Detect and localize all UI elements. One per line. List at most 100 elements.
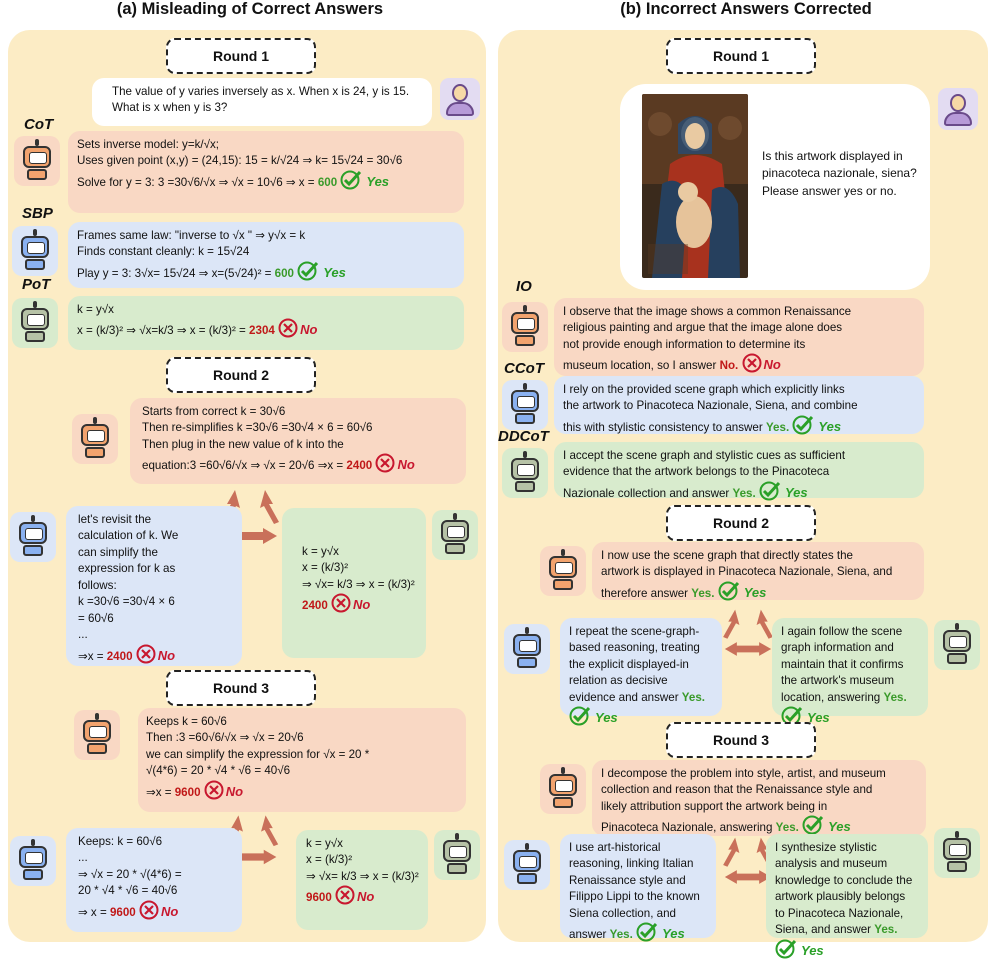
robot-green-icon <box>502 448 548 498</box>
user-avatar <box>938 88 978 130</box>
r3-line: x = (k/3)² <box>306 853 353 867</box>
io-line: I observe that the image shows a common … <box>563 305 852 318</box>
right-r2-orange-bubble: I now use the scene graph that directly … <box>592 542 924 601</box>
yes-mark: Yes <box>828 819 851 835</box>
r2-line: the explicit displayed-in <box>569 657 689 671</box>
r2-line: follows: <box>78 578 117 592</box>
cot-line: Sets inverse model: y=k/√x; <box>77 138 220 151</box>
r3-line: Pinacoteca Nazionale, answering Yes. Yes <box>601 815 917 840</box>
yes-mark: Yes <box>807 710 830 726</box>
r3-line: ⇒ √x = 20 * √(4*6) = <box>78 867 182 881</box>
r3-line: to Pinacoteca Nazionale, <box>775 906 904 920</box>
no-mark: No <box>763 357 781 373</box>
yes-mark: Yes <box>818 418 842 434</box>
check-icon <box>718 581 744 606</box>
pot-bubble: k = y√x x = (k/3)² ⇒ √x=k/3 ⇒ x = (k/3)²… <box>68 296 464 350</box>
question-line: Please answer yes or no. <box>762 183 897 198</box>
left-r2-blue-bubble: let's revisit the calculation of k. We c… <box>66 506 242 666</box>
pot-line: x = (k/3)² ⇒ √x=k/3 ⇒ x = (k/3)² = 2304 … <box>77 318 455 343</box>
robot-green-icon <box>934 828 980 878</box>
io-bubble: I observe that the image shows a common … <box>554 298 924 376</box>
r2-line: ⇒x = 2400 No <box>78 644 233 669</box>
r3-line: √(4*6) = 20 * √4 * √6 = 40√6 <box>146 764 291 778</box>
robot-blue-icon <box>10 836 56 886</box>
cross-icon <box>136 644 158 669</box>
answer-2304: 2304 <box>249 324 275 338</box>
answer-2400: 2400 <box>302 599 328 613</box>
r3-line: Keeps k = 60√6 <box>146 715 227 728</box>
no-mark: No <box>357 889 375 905</box>
cot-label: CoT <box>24 116 54 133</box>
answer-yes: Yes. <box>874 923 898 937</box>
no-mark: No <box>160 903 179 919</box>
r2-line: expression for k as <box>78 562 176 576</box>
left-r2-orange-bubble: Starts from correct k = 30√6 Then re-sim… <box>130 398 466 484</box>
r3-line: 9600 No <box>306 885 419 910</box>
left-r3-orange-bubble: Keeps k = 60√6 Then :3 =60√6/√x ⇒ √x = 2… <box>138 708 466 812</box>
check-icon <box>792 415 818 440</box>
cross-icon <box>375 453 397 478</box>
robot-blue-icon <box>10 512 56 562</box>
ccot-line: the artwork to Pinacoteca Nazionale, Sie… <box>563 399 858 413</box>
robot-orange-icon <box>72 414 118 464</box>
r2-line: based reasoning, treating <box>569 641 700 655</box>
ddcot-line: I accept the scene graph and stylistic c… <box>563 449 846 462</box>
cot-line: Solve for y = 3: 3 =30√6/√x ⇒ √x = 10√6 … <box>77 170 455 195</box>
answer-yes: Yes. <box>732 486 756 500</box>
ccot-line: I rely on the provided scene graph which… <box>563 383 845 396</box>
r2-line: k =30√6 =30√4 × 6 <box>78 595 175 609</box>
right-round1-label: Round 1 <box>666 38 816 74</box>
answer-9600: 9600 <box>174 785 201 799</box>
io-line: museum location, so I answer No. No <box>563 353 915 378</box>
check-icon <box>569 706 595 731</box>
r2-line: calculation of k. We <box>78 529 179 543</box>
debate-cycle-arrows <box>723 609 773 656</box>
yes-mark: Yes <box>595 710 618 726</box>
r3-line: ⇒ √x= k/3 ⇒ x = (k/3)² <box>306 869 419 883</box>
left-round3-label: Round 3 <box>166 670 316 706</box>
r2-line: equation:3 =60√6/√x ⇒ √x = 20√6 ⇒x = 240… <box>142 453 457 478</box>
check-icon <box>340 170 366 195</box>
right-title: (b) Incorrect Answers Corrected <box>620 0 872 18</box>
r3-line: artwork plausibly belongs <box>775 890 906 904</box>
robot-green-icon <box>934 620 980 670</box>
check-icon <box>802 815 828 840</box>
yes-mark: Yes <box>662 926 685 942</box>
answer-yes: Yes. <box>775 821 799 835</box>
yes-mark: Yes <box>323 264 346 280</box>
question-line: The value of y varies inversely as x. Wh… <box>112 85 410 98</box>
no-mark: No <box>225 783 244 799</box>
left-title: (a) Misleading of Correct Answers <box>116 0 384 18</box>
r3-line: I synthesize stylistic <box>775 841 877 854</box>
question-line: pinacoteca nazionale, siena? <box>762 166 917 181</box>
no-mark: No <box>157 647 176 663</box>
r2-line: therefore answer Yes. Yes <box>601 581 915 606</box>
sbp-line: Frames same law: "inverse to √x " ⇒ y√x … <box>77 229 306 242</box>
robot-green-icon <box>434 830 480 880</box>
robot-blue-icon <box>12 226 58 276</box>
r3-line: reasoning, linking Italian <box>569 857 694 871</box>
check-icon <box>636 922 662 947</box>
pot-line: k = y√x <box>77 303 114 316</box>
r2-line: location, answering Yes. Yes <box>781 690 919 732</box>
check-icon <box>775 939 801 964</box>
r2-line: 2400 No <box>302 593 417 618</box>
cross-icon <box>204 780 226 805</box>
r2-line: I now use the scene graph that directly … <box>601 549 853 562</box>
r3-line: analysis and museum <box>775 857 888 871</box>
cross-icon <box>331 593 353 618</box>
no-mark: No <box>353 597 371 613</box>
r2-line: let's revisit the <box>78 513 152 526</box>
yes-mark: Yes <box>366 173 390 189</box>
r3-line: I use art-historical <box>569 841 661 854</box>
no-mark: No <box>300 322 318 338</box>
left-round1-label: Round 1 <box>166 38 316 74</box>
yes-mark: Yes <box>801 942 824 958</box>
right-r2-blue-bubble: I repeat the scene-graph- based reasonin… <box>560 618 722 726</box>
robot-orange-icon <box>14 136 60 186</box>
cot-line: Uses given point (x,y) = (24,15): 15 = k… <box>77 154 403 168</box>
left-r3-green-bubble: k = y√x x = (k/3)² ⇒ √x= k/3 ⇒ x = (k/3)… <box>296 830 428 930</box>
no-mark: No <box>397 457 415 473</box>
answer-no: No. <box>719 359 739 373</box>
left-round2-label: Round 2 <box>166 357 316 393</box>
